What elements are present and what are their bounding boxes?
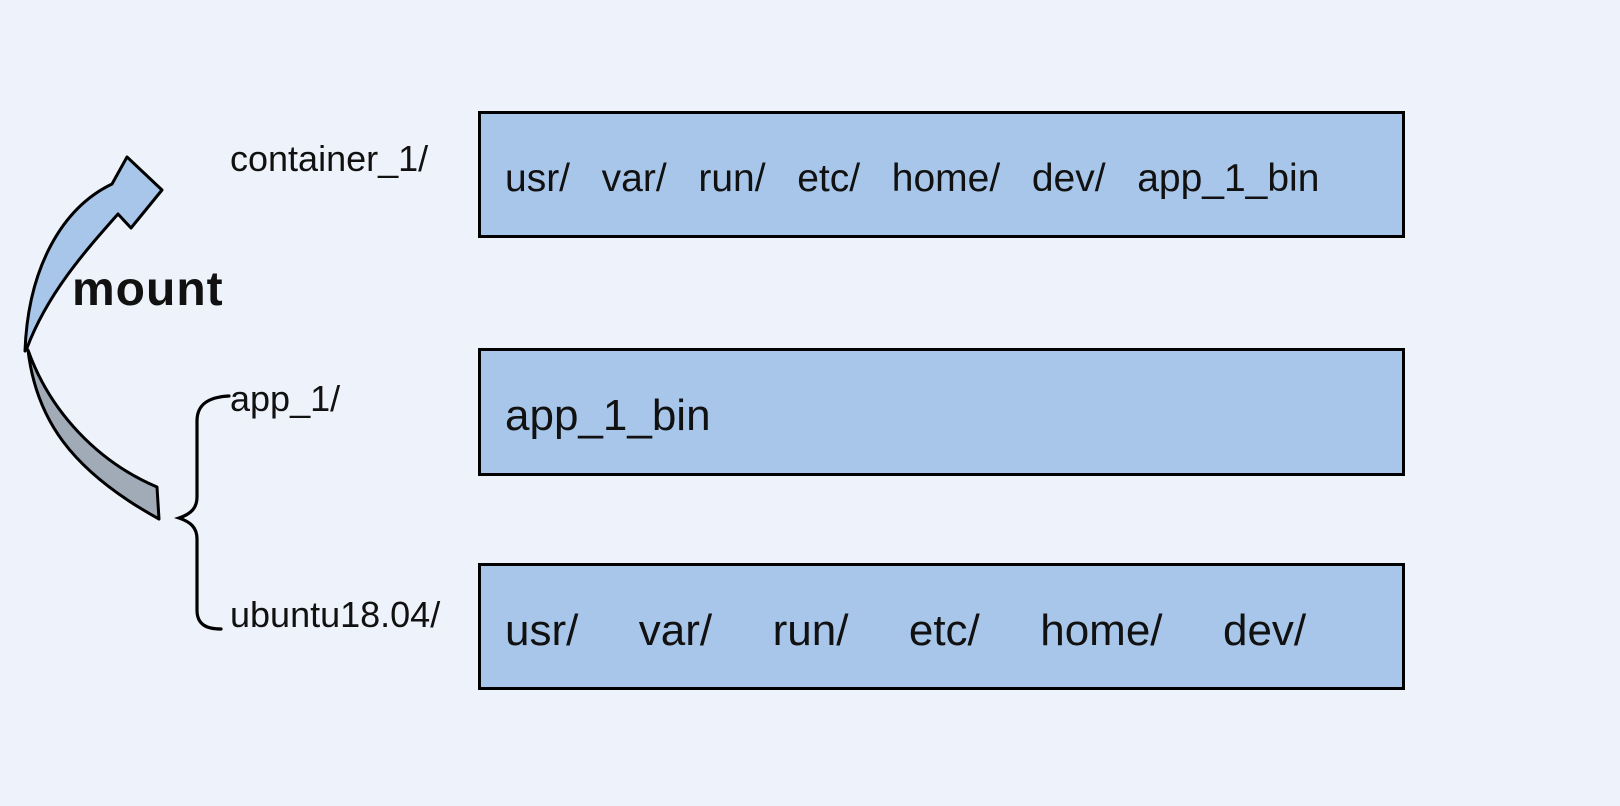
ubuntu-fs-box: usr/ var/ run/ etc/ home/ dev/ [478,563,1405,690]
mount-arrow-icon [23,155,164,353]
mount-arrow-tail-icon [26,348,161,521]
ubuntu-fs-entries: usr/ var/ run/ etc/ home/ dev/ [505,605,1307,655]
app-dir-label: app_1/ [230,378,341,419]
curly-brace-icon [173,394,231,631]
container-fs-entries: usr/ var/ run/ etc/ home/ dev/ app_1_bin [505,156,1320,200]
app-fs-box: app_1_bin [478,348,1405,476]
mount-label: mount [72,263,224,316]
container-dir-label: container_1/ [230,138,429,179]
ubuntu-dir-label: ubuntu18.04/ [230,594,441,635]
app-fs-entries: app_1_bin [505,391,711,440]
container-fs-box: usr/ var/ run/ etc/ home/ dev/ app_1_bin [478,111,1405,238]
